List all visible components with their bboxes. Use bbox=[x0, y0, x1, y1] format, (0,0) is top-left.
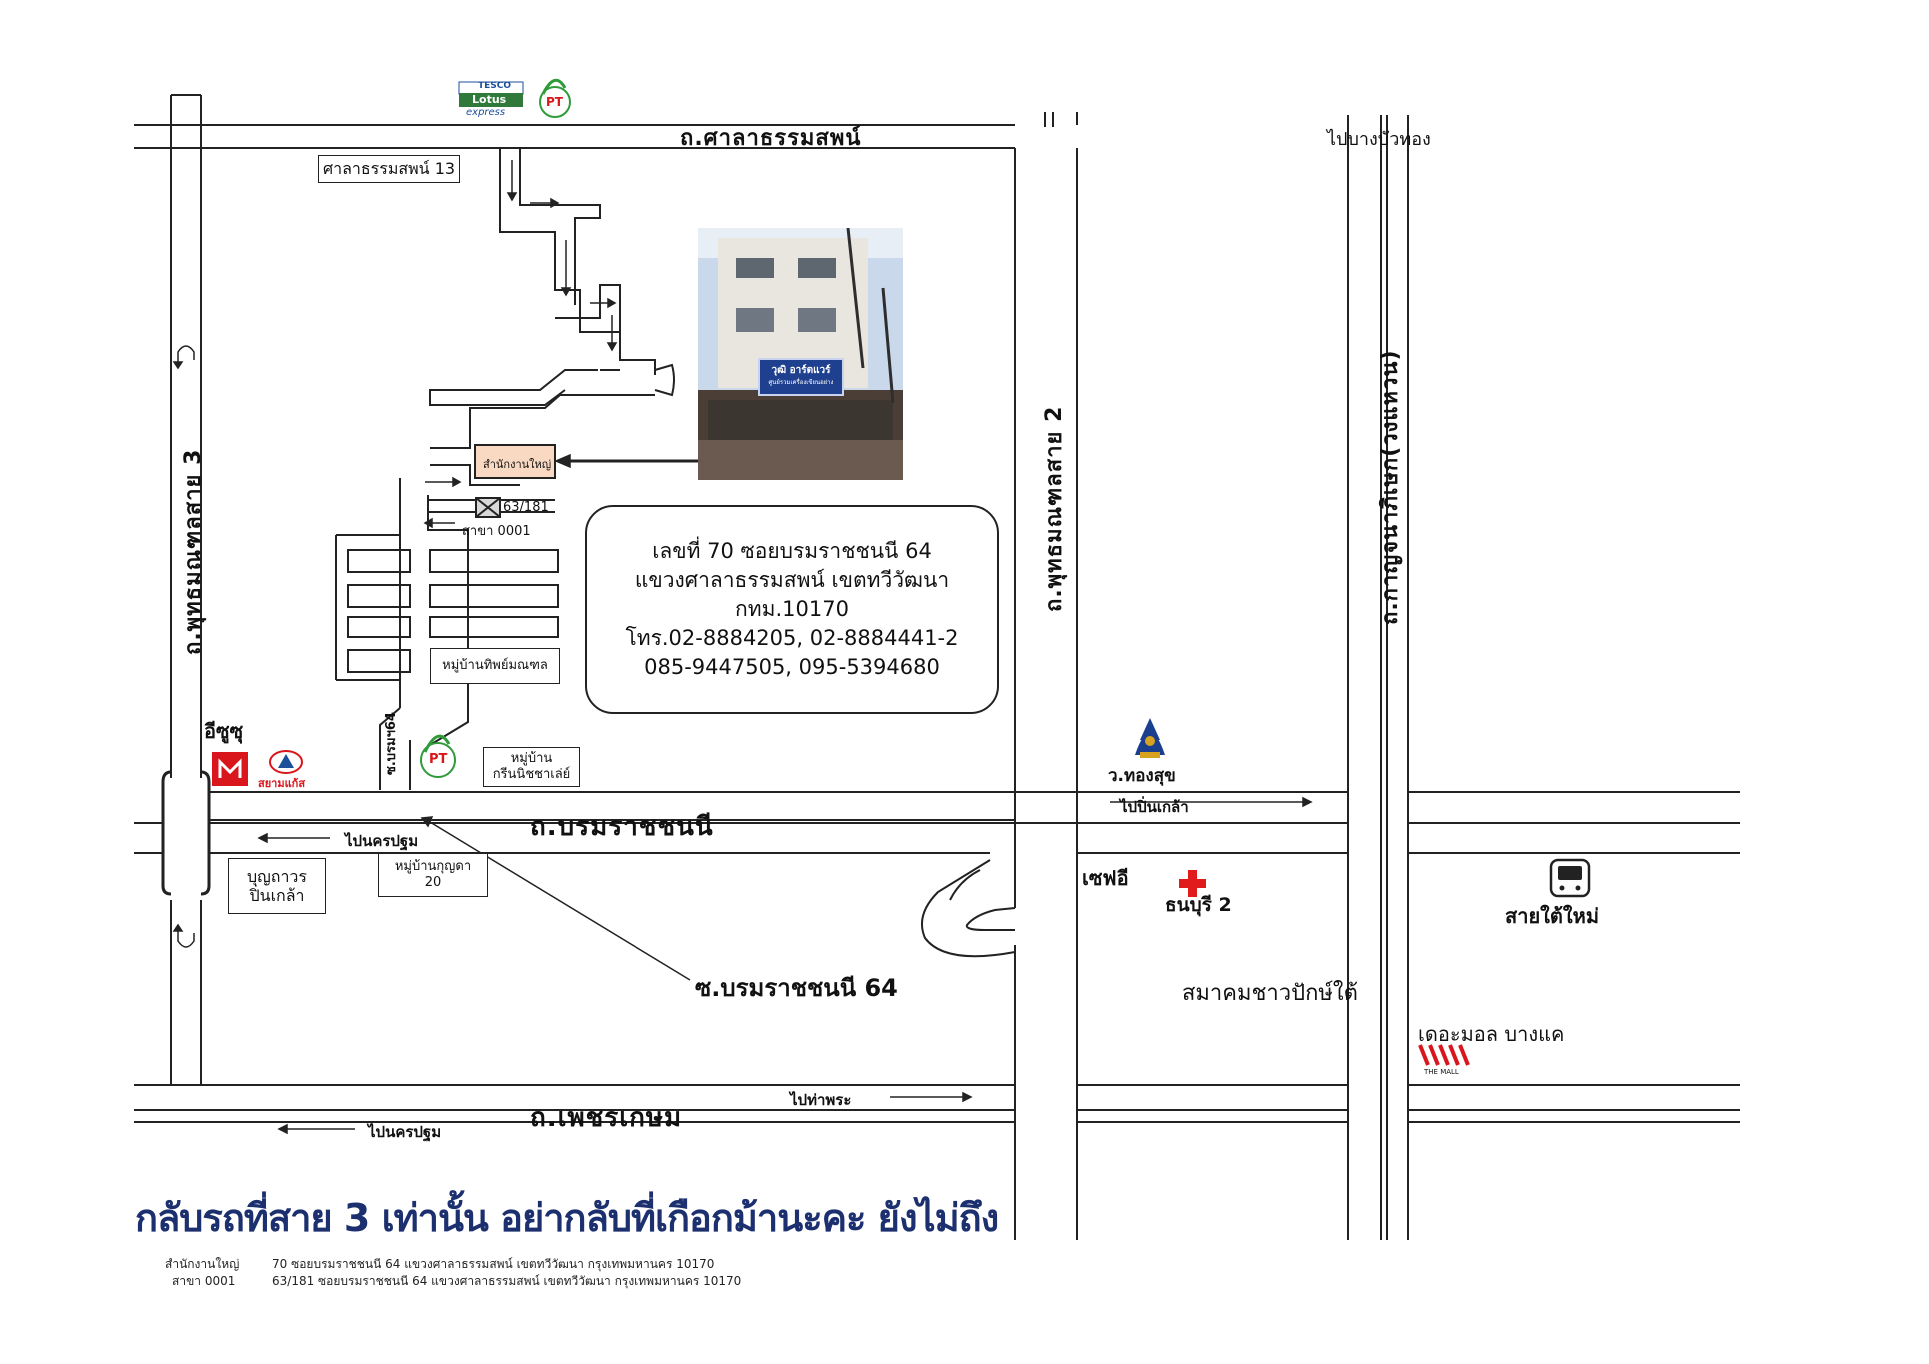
footer-branch-address: 63/181 ซอยบรมราชชนนี 64 แขวงศาลาธรรมสพน์… bbox=[272, 1274, 742, 1288]
the-mall-small-label: THE MALL bbox=[1424, 1068, 1459, 1076]
direction-bang-bua-thong: ไปบางบัวทอง bbox=[1327, 129, 1431, 150]
bus-icon bbox=[1549, 858, 1591, 898]
road-label-salathammasop: ถ.ศาลาธรรมสพน์ bbox=[680, 126, 862, 151]
road-label-soi-64-callout: ซ.บรมราชชนนี 64 bbox=[695, 974, 898, 1002]
horseshoe-uturn bbox=[921, 859, 1016, 958]
road-label-phutthamonthon-3: ถ.พุทธมณฑลสาย 3 bbox=[181, 448, 206, 655]
shop-sign-sub: ศูนย์รวมเครื่องเขียนอย่าง bbox=[768, 379, 834, 386]
road-label-borommaratchachonnani: ถ.บรมราชชนนี bbox=[530, 812, 714, 842]
road-phetkasem bbox=[134, 1084, 1740, 1123]
direction-nakhon-pathom-2: ไปนครปฐม bbox=[368, 1123, 442, 1141]
soi-branch-upper bbox=[429, 363, 675, 406]
address-phone-1: โทร.02-8884205, 02-8884441-2 bbox=[625, 626, 959, 650]
soi-64-lane bbox=[379, 478, 469, 790]
road-phutthamonthon-3 bbox=[170, 94, 202, 1085]
footer-branch-label: สาขา 0001 bbox=[172, 1274, 236, 1288]
road-borommaratchachonnani bbox=[134, 791, 1740, 824]
road-label-soi-64: ซ.บรมฯ64 bbox=[384, 712, 399, 775]
tesco-top-label: TESCO bbox=[478, 81, 512, 91]
the-mall-logo bbox=[1418, 1044, 1470, 1066]
pt-label: PT bbox=[546, 95, 563, 109]
road-label-phutthamonthon-2: ถ.พุทธมณฑลสาย 2 bbox=[1042, 405, 1067, 612]
pt-logo bbox=[420, 734, 456, 778]
address-phone-2: 085-9447505, 095-5394680 bbox=[644, 655, 940, 679]
head-office-box[interactable] bbox=[474, 444, 556, 479]
wat-thongsuk-label: ว.ทองสุข bbox=[1108, 766, 1176, 786]
address-line-3: กทม.10170 bbox=[735, 597, 849, 621]
bunthawon-pinklao: บุญถาวร ปิ่นเกล้า bbox=[228, 858, 326, 914]
siam-glass-logo bbox=[269, 750, 303, 774]
tesco-express-label: express bbox=[466, 107, 506, 118]
soi-branch-middle bbox=[430, 394, 655, 486]
thonburi-2-label: ธนบุรี 2 bbox=[1165, 894, 1232, 916]
pt-label: PT bbox=[429, 752, 448, 767]
village-thiphmonthon: หมู่บ้านทิพย์มณฑล bbox=[430, 648, 560, 684]
tesco-lotus-label: Lotus bbox=[472, 93, 507, 106]
village-kunlada: หมู่บ้านกุญดา 20 bbox=[378, 853, 488, 897]
sign-salathammasop-13: ศาลาธรรมสพน์ 13 bbox=[318, 155, 460, 183]
southern-bus-label: สายใต้ใหม่ bbox=[1505, 904, 1600, 928]
branch-label: สาขา 0001 bbox=[462, 524, 531, 539]
temple-icon bbox=[1135, 718, 1165, 758]
village-street-grid bbox=[335, 534, 400, 681]
address-line-2: แขวงศาลาธรรมสพน์ เขตทวีวัฒนา bbox=[634, 568, 950, 592]
direction-tha-phra: ไปท่าพระ bbox=[790, 1091, 852, 1109]
isuzu-label: อีซูซุ bbox=[204, 719, 244, 743]
u-turn-icon bbox=[172, 345, 195, 370]
direction-pinklao: ไปปิ่นเกล้า bbox=[1120, 798, 1189, 816]
phutthamonthon-3-bridge bbox=[161, 770, 211, 896]
soi-salathammasop-13 bbox=[499, 148, 656, 375]
road-kanchanaphisek bbox=[1347, 115, 1409, 1240]
tesco-logo bbox=[458, 81, 524, 107]
road-salathammasop bbox=[134, 124, 1015, 149]
branch-number: 63/181 bbox=[503, 500, 549, 515]
direction-nakhon-pathom-1: ไปนครปฐม bbox=[345, 832, 419, 850]
road-phutthamonthon-2 bbox=[1014, 112, 1078, 1240]
footer-hq-label: สำนักงานใหญ่ bbox=[165, 1257, 240, 1271]
road-label-kanchanaphisek: ถ.กาญจนาภิเษก(วงแหวน) bbox=[1378, 349, 1403, 625]
cross-icon bbox=[1179, 870, 1206, 897]
shop-sign: วุฒิ อาร์ตแวร์ ศูนย์รวมเครื่องเขียนอย่าง bbox=[758, 358, 844, 396]
road-label-phetkasem: ถ.เพชรเกษม bbox=[530, 1103, 683, 1133]
siam-glass-label: สยามแก้ส bbox=[258, 777, 306, 790]
address-line-1: เลขที่ 70 ซอยบรมราชชนนี 64 bbox=[652, 539, 932, 563]
isuzu-logo bbox=[212, 752, 248, 786]
the-mall-label: เดอะมอล บางแค bbox=[1418, 1022, 1565, 1046]
x-box-icon bbox=[475, 497, 501, 518]
u-turn-icon bbox=[172, 923, 195, 948]
pt-logo bbox=[539, 78, 571, 118]
uturn-warning-headline: กลับรถที่สาย 3 เท่านั้น อย่ากลับที่เกือก… bbox=[135, 1196, 999, 1240]
shop-sign-main: วุฒิ อาร์ตแวร์ bbox=[771, 365, 831, 376]
building-photo: วุฒิ อาร์ตแวร์ ศูนย์รวมเครื่องเขียนอย่าง bbox=[698, 228, 903, 480]
footer-hq-address: 70 ซอยบรมราชชนนี 64 แขวงศาลาธรรมสพน์ เขต… bbox=[272, 1257, 715, 1271]
address-card: เลขที่ 70 ซอยบรมราชชนนี 64 แขวงศาลาธรรมส… bbox=[585, 505, 999, 714]
village-green: หมู่บ้าน กรีนนิชชาเล่ย์ bbox=[483, 747, 580, 787]
head-office-label: สำนักงานใหญ่ bbox=[483, 458, 552, 471]
southern-assoc-label: สมาคมชาวปักษ์ใต้ bbox=[1182, 981, 1358, 1006]
safe-fee-label: เซฟอี bbox=[1082, 866, 1129, 890]
